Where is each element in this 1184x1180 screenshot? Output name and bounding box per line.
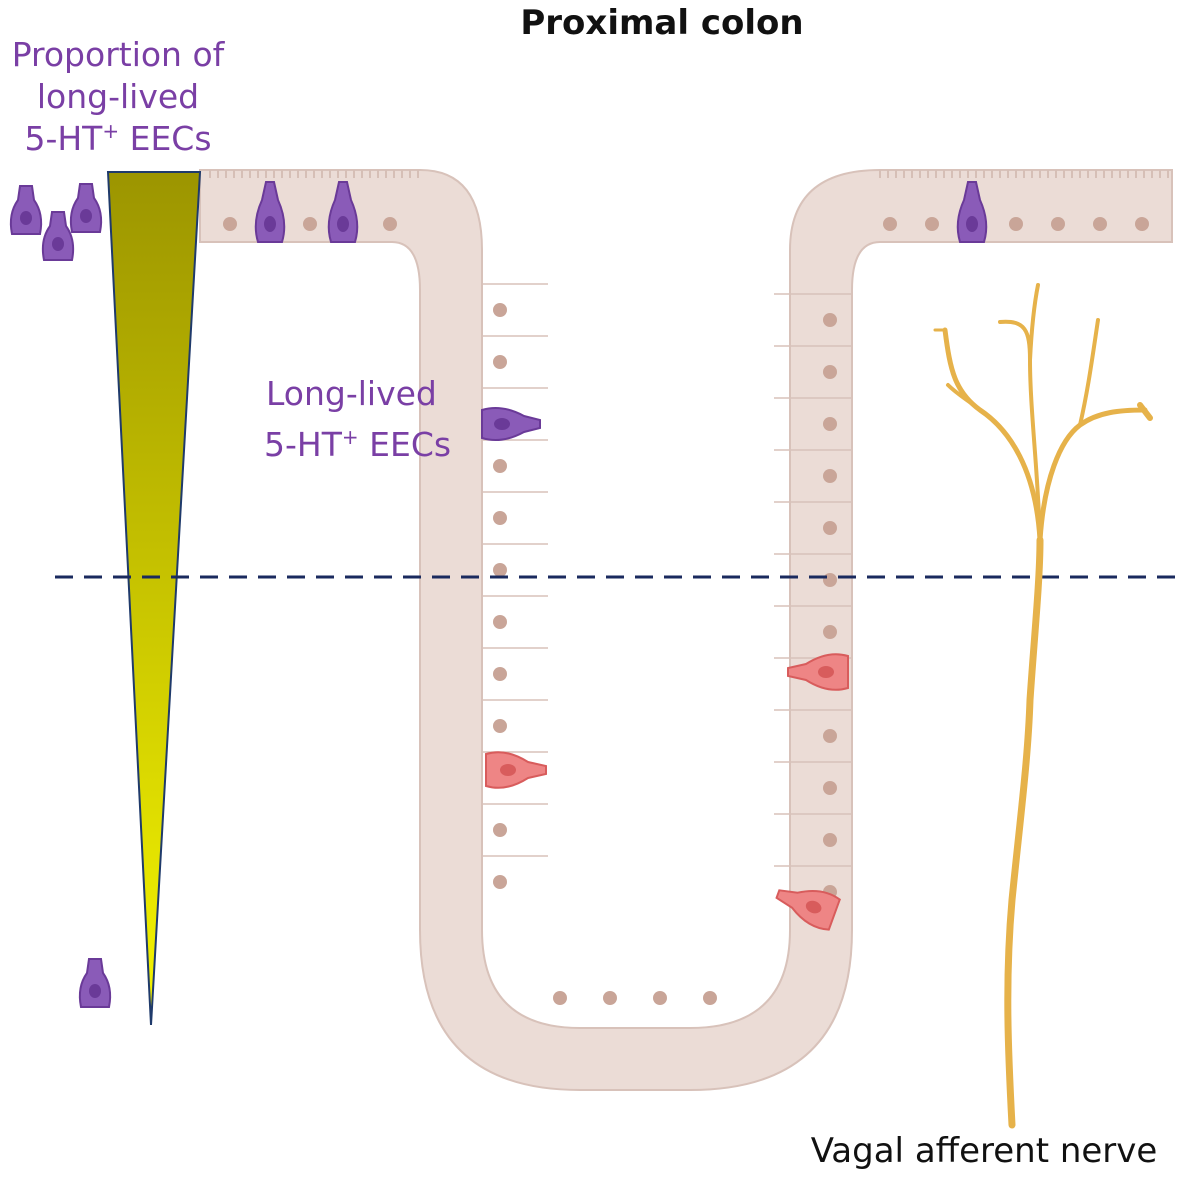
crypt-epithelium bbox=[199, 169, 1173, 1091]
legend-purple-cell-2 bbox=[41, 211, 75, 261]
proportion-gradient-wedge bbox=[106, 171, 202, 1026]
gradient-label-eecs: EECs bbox=[119, 119, 211, 158]
epithelial-nucleus bbox=[493, 875, 507, 889]
gradient-label-5ht: 5-HT bbox=[24, 119, 103, 158]
purple-eec-cell-top-1 bbox=[254, 181, 286, 243]
gradient-label-line1: Proportion of bbox=[12, 35, 226, 74]
epithelial-nucleus bbox=[303, 217, 317, 231]
epithelial-nucleus bbox=[1051, 217, 1065, 231]
epithelial-nucleus bbox=[603, 991, 617, 1005]
crypt-label-5ht: 5-HT bbox=[264, 425, 343, 464]
epithelial-nucleus bbox=[493, 355, 507, 369]
epithelial-nucleus bbox=[823, 417, 837, 431]
nerve-label: Vagal afferent nerve bbox=[811, 1131, 1158, 1171]
epithelial-nucleus bbox=[493, 303, 507, 317]
purple-eec-cell-top-3 bbox=[956, 181, 988, 243]
epithelial-nucleus bbox=[493, 667, 507, 681]
legend-purple-cell-3 bbox=[69, 183, 103, 233]
epithelial-nucleus bbox=[925, 217, 939, 231]
page-title: Proximal colon bbox=[520, 3, 803, 43]
epithelial-nucleus bbox=[493, 563, 507, 577]
red-eec-cell-right-2 bbox=[775, 889, 841, 931]
crypt-label-eecs: EECs bbox=[359, 425, 451, 464]
epithelial-nucleus bbox=[823, 573, 837, 587]
epithelial-nucleus bbox=[223, 217, 237, 231]
crypt-label-plus: + bbox=[342, 425, 359, 449]
legend-eec-cells bbox=[9, 183, 112, 1008]
red-eec-cell-right-1 bbox=[787, 653, 849, 691]
epithelial-nucleus bbox=[493, 719, 507, 733]
epithelial-nucleus bbox=[383, 217, 397, 231]
epithelial-nucleus bbox=[1135, 217, 1149, 231]
gradient-label-line2: long-lived bbox=[37, 77, 199, 116]
epithelial-nucleus bbox=[823, 521, 837, 535]
gradient-label-line3: 5-HT+ EECs bbox=[24, 119, 211, 158]
epithelial-nucleus bbox=[883, 217, 897, 231]
epithelial-nucleus bbox=[493, 823, 507, 837]
epithelial-nucleus bbox=[493, 459, 507, 473]
legend-purple-cell-1 bbox=[9, 185, 43, 235]
purple-eec-cell-crypt bbox=[481, 407, 541, 441]
gradient-label-plus: + bbox=[102, 119, 119, 143]
epithelial-nucleus bbox=[823, 781, 837, 795]
epithelial-nucleus bbox=[823, 625, 837, 639]
epithelial-nucleus bbox=[823, 833, 837, 847]
epithelial-nucleus bbox=[703, 991, 717, 1005]
epithelial-nucleus bbox=[823, 313, 837, 327]
crypt-label-line1: Long-lived bbox=[266, 374, 437, 413]
epithelial-nucleus bbox=[493, 511, 507, 525]
epithelial-nucleus bbox=[823, 469, 837, 483]
purple-eec-cell-top-2 bbox=[327, 181, 359, 243]
epithelium-layer bbox=[199, 169, 1173, 1091]
epithelial-nucleus bbox=[1009, 217, 1023, 231]
legend-purple-cell-bottom bbox=[78, 958, 112, 1008]
epithelial-nucleus bbox=[493, 615, 507, 629]
epithelial-nucleus bbox=[1093, 217, 1107, 231]
epithelial-nucleus bbox=[653, 991, 667, 1005]
microvilli-border bbox=[209, 170, 1169, 178]
red-eec-cell-left bbox=[485, 751, 547, 789]
epithelial-nucleus bbox=[823, 729, 837, 743]
epithelial-nucleus bbox=[553, 991, 567, 1005]
eec-cells bbox=[254, 181, 988, 931]
gradient-label: Proportion of long-lived 5-HT+ EECs bbox=[12, 35, 226, 158]
crypt-label-line2: 5-HT+ EECs bbox=[264, 425, 451, 464]
vagal-afferent-nerve bbox=[933, 283, 1153, 1129]
epithelial-nucleus bbox=[823, 365, 837, 379]
crypt-label: Long-lived 5-HT+ EECs bbox=[264, 374, 451, 464]
